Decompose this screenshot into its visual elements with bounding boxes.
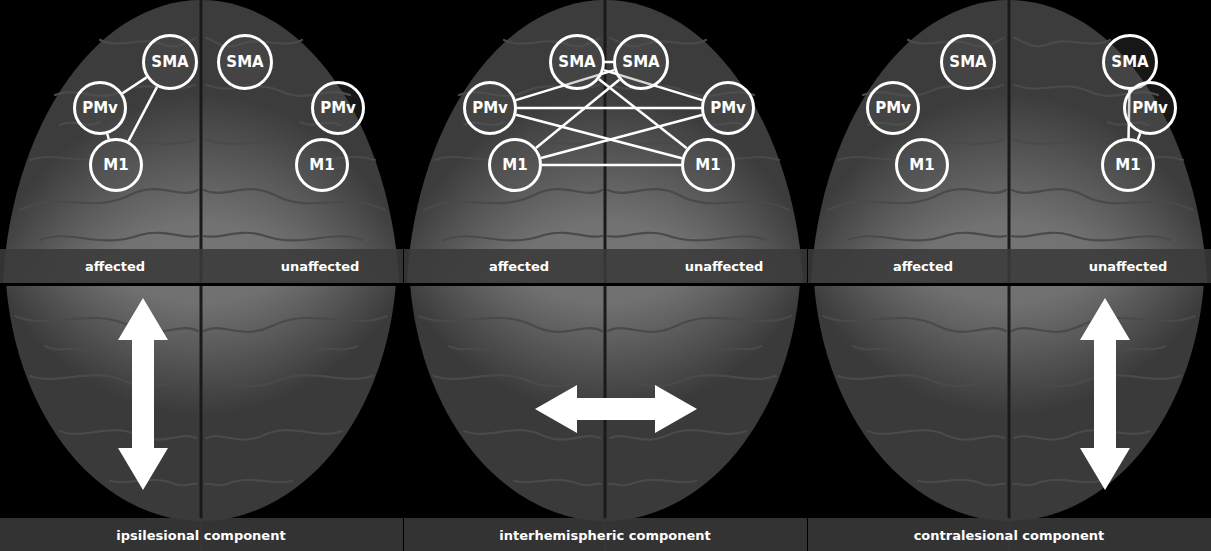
region-circle: SMA [217,34,273,90]
region-circle: M1 [681,138,735,192]
region-circle: PMv [463,81,517,135]
region-name: M1 [909,156,934,174]
region-name: PMv [320,99,356,117]
hemisphere-label: affected [893,259,953,274]
region-circle: M1 [895,138,949,192]
region-name: PMv [875,99,911,117]
connectivity-line [541,115,702,158]
region-name: M1 [1115,156,1140,174]
component-label: contralesional component [914,528,1105,543]
region-circle: SMA [940,34,996,90]
region-name: SMA [558,53,595,71]
hemisphere-label: affected [85,259,145,274]
region-name: M1 [502,156,527,174]
region-name: M1 [103,156,128,174]
region-circle: SMA [613,34,669,90]
region-circle: M1 [295,138,349,192]
connectivity-line [605,62,613,63]
region-circle: PMv [73,81,127,135]
component-label: interhemispheric component [499,528,710,543]
region-circle: M1 [1101,138,1155,192]
region-circle: PMv [866,81,920,135]
connectivity-line [516,115,682,158]
component-label: ipsilesional component [116,528,285,543]
region-name: M1 [309,156,334,174]
region-circle: M1 [89,138,143,192]
region-circle: PMv [701,81,755,135]
connectivity-line [542,165,681,166]
region-circle: M1 [488,138,542,192]
region-name: PMv [1132,99,1168,117]
region-circle: SMA [142,34,198,90]
region-name: SMA [949,53,986,71]
connectivity-line [129,87,157,141]
hemisphere-label: unaffected [281,259,360,274]
region-circle: PMv [311,81,365,135]
region-name: PMv [82,99,118,117]
region-circle: PMv [1123,81,1177,135]
connectivity-line [1138,133,1141,140]
region-name: PMv [472,99,508,117]
region-name: M1 [695,156,720,174]
region-name: SMA [151,53,188,71]
region-name: SMA [226,53,263,71]
region-circle: SMA [549,34,605,90]
region-name: SMA [1111,53,1148,71]
hemisphere-label: unaffected [685,259,764,274]
hemisphere-label: unaffected [1089,259,1168,274]
hemisphere-label: affected [489,259,549,274]
connectivity-line [517,108,701,109]
region-name: SMA [622,53,659,71]
connectivity-line [123,77,147,93]
region-name: PMv [710,99,746,117]
